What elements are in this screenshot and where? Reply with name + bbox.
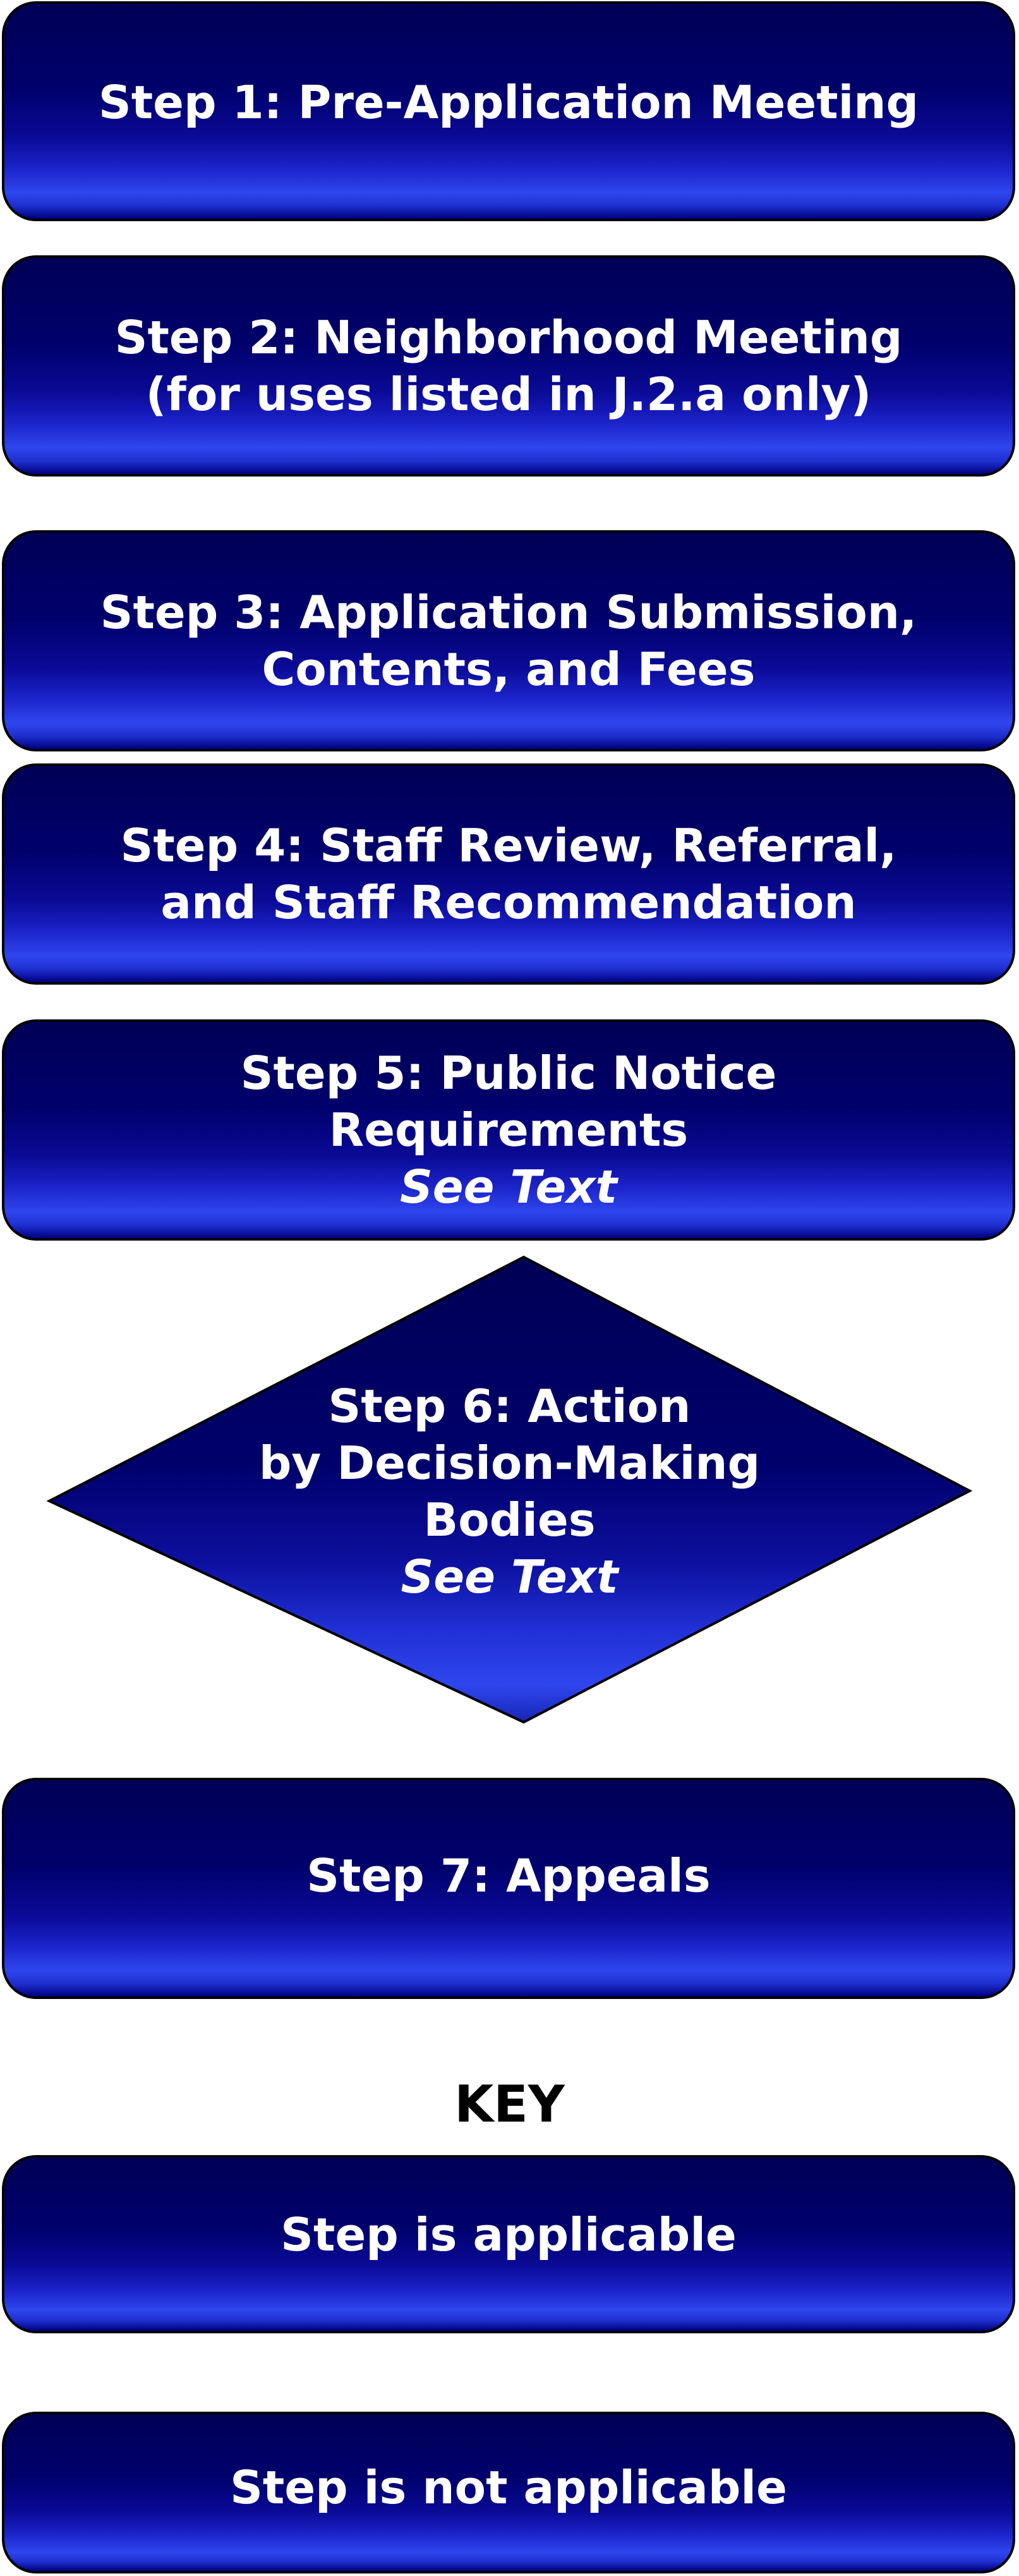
step-7-label: Step 7: Appeals [306,1847,710,1904]
step-3-line-2: Contents, and Fees [262,643,756,696]
key-applicable-label: Step is applicable [280,2208,737,2261]
step-2-box: Step 2: Neighborhood Meeting (for uses l… [2,255,1015,477]
step-5-see-text: See Text [399,1160,618,1213]
key-not-applicable-label: Step is not applicable [230,2461,787,2514]
key-applicable-box: Step is applicable [2,2155,1015,2333]
step-2-line-2: (for uses listed in J.2.a only) [145,368,872,421]
step-4-label: Step 4: Staff Review, Referral, and Staf… [120,817,896,931]
step-3-label: Step 3: Application Submission, Contents… [100,584,917,698]
step-3-line-1: Step 3: Application Submission, [100,586,917,639]
step-6-line-1: Step 6: Action [328,1380,691,1433]
step-1-line-1: Step 1: Pre-Application Meeting [98,76,919,129]
step-1-label: Step 1: Pre-Application Meeting [99,74,919,131]
step-5-line-2: Requirements [329,1103,689,1157]
step-6-diamond [46,1255,973,1724]
step-5-line-1: Step 5: Public Notice [240,1047,777,1100]
step-5-label: Step 5: Public Notice Requirements See T… [241,1045,777,1215]
step-6-see-text: See Text [401,1550,618,1603]
step-4-line-1: Step 4: Staff Review, Referral, [120,819,897,872]
step-6-label: Step 6: Action by Decision-Making Bodies… [190,1378,829,1605]
step-4-line-2: and Staff Recommendation [160,876,857,929]
step-6-diamond-shape [46,1255,973,1724]
key-not-applicable-box: Step is not applicable [2,2412,1015,2573]
key-title: KEY [454,2075,565,2134]
step-2-label: Step 2: Neighborhood Meeting (for uses l… [115,309,903,423]
step-1-box: Step 1: Pre-Application Meeting [2,1,1015,221]
step-6-line-2: by Decision-Making [258,1437,761,1490]
step-4-box: Step 4: Staff Review, Referral, and Staf… [2,763,1015,985]
step-6-line-3: Bodies [423,1493,596,1546]
step-7-box: Step 7: Appeals [2,1778,1015,1999]
step-5-box: Step 5: Public Notice Requirements See T… [2,1019,1015,1241]
step-2-line-1: Step 2: Neighborhood Meeting [114,311,903,364]
step-7-line-1: Step 7: Appeals [306,1849,711,1902]
step-3-box: Step 3: Application Submission, Contents… [2,530,1015,751]
